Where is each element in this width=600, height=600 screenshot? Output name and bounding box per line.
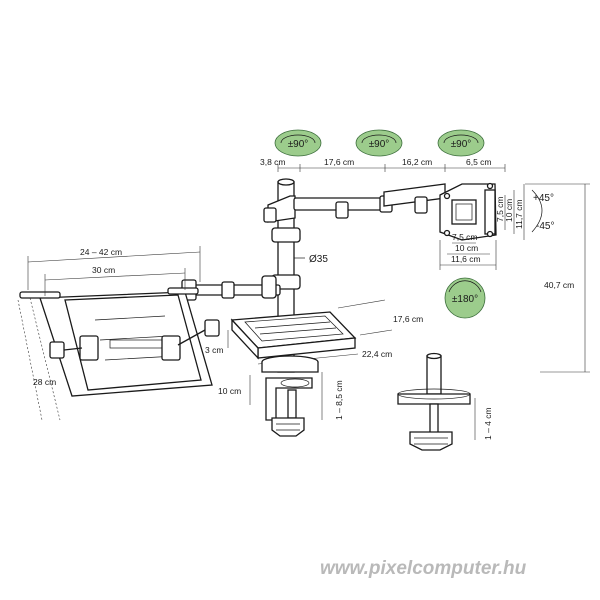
svg-text:7,5 cm: 7,5 cm bbox=[495, 196, 505, 222]
pole-collar-upper bbox=[271, 227, 301, 243]
desk-clamp bbox=[261, 355, 319, 437]
svg-text:±90°: ±90° bbox=[369, 139, 390, 150]
svg-text:17,6 cm: 17,6 cm bbox=[393, 314, 423, 324]
base-plate bbox=[230, 311, 357, 360]
svg-text:-45°: -45° bbox=[536, 221, 554, 232]
svg-text:22,4 cm: 22,4 cm bbox=[362, 349, 392, 359]
height-dimension: 40,7 cm bbox=[525, 183, 590, 373]
rotation-badge-vesa: ±180° bbox=[444, 277, 486, 319]
svg-text:+45°: +45° bbox=[533, 193, 554, 204]
rotation-badge-arm1: ±90° bbox=[274, 129, 322, 157]
svg-text:30 cm: 30 cm bbox=[92, 265, 115, 275]
svg-text:11,6 cm: 11,6 cm bbox=[451, 254, 481, 264]
tilt-indicator: +45° -45° bbox=[531, 189, 554, 233]
desk-clamp-dims: 10 cm 1 – 8,5 cm bbox=[218, 372, 344, 420]
svg-text:17,6 cm: 17,6 cm bbox=[324, 157, 354, 167]
arm-dimension-line: 3,8 cm 17,6 cm 16,2 cm 6,5 cm bbox=[260, 157, 506, 172]
svg-text:3,8 cm: 3,8 cm bbox=[260, 157, 286, 167]
svg-text:±90°: ±90° bbox=[288, 139, 309, 150]
rotate-arrow-icon bbox=[443, 134, 479, 144]
rotation-badge-arm3: ±90° bbox=[437, 129, 485, 157]
vesa-head bbox=[439, 182, 497, 241]
vesa-vertical-dims: 7,5 cm 10 cm 11,7 cm bbox=[495, 184, 525, 240]
rotate-arrow-icon bbox=[361, 134, 397, 144]
svg-text:7,5 cm: 7,5 cm bbox=[452, 232, 478, 242]
svg-text:24 – 42 cm: 24 – 42 cm bbox=[80, 247, 122, 257]
svg-text:±180°: ±180° bbox=[452, 294, 478, 305]
svg-text:6,5 cm: 6,5 cm bbox=[466, 157, 492, 167]
svg-text:40,7 cm: 40,7 cm bbox=[544, 280, 574, 290]
svg-text:1 – 8,5 cm: 1 – 8,5 cm bbox=[334, 380, 344, 420]
svg-text:Ø35: Ø35 bbox=[309, 254, 328, 265]
grommet-mount: 1 – 4 cm bbox=[397, 352, 493, 451]
rotation-badge-arm2: ±90° bbox=[355, 129, 403, 157]
svg-text:10 cm: 10 cm bbox=[455, 243, 478, 253]
tray-dimensions: 24 – 42 cm 30 cm 28 cm bbox=[17, 246, 201, 421]
rotate-arrow-icon bbox=[280, 134, 316, 144]
svg-text:10 cm: 10 cm bbox=[218, 386, 241, 396]
vesa-horizontal-dims: 7,5 cm 10 cm 11,6 cm bbox=[439, 232, 497, 270]
laptop-tray bbox=[19, 287, 220, 397]
svg-text:1 – 4 cm: 1 – 4 cm bbox=[483, 407, 493, 440]
svg-text:10 cm: 10 cm bbox=[504, 199, 514, 222]
svg-text:±90°: ±90° bbox=[451, 139, 472, 150]
monitor-arm bbox=[263, 183, 446, 223]
svg-text:3 cm: 3 cm bbox=[205, 345, 223, 355]
rotate-arrow-icon bbox=[448, 280, 482, 293]
watermark-text: www.pixelcomputer.hu bbox=[320, 558, 527, 579]
svg-text:28 cm: 28 cm bbox=[33, 377, 56, 387]
svg-text:11,7 cm: 11,7 cm bbox=[514, 199, 524, 229]
svg-text:16,2 cm: 16,2 cm bbox=[402, 157, 432, 167]
